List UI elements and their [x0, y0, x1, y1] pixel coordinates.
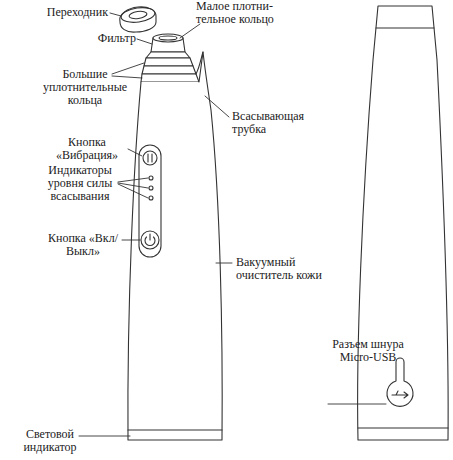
leader-lines — [79, 13, 386, 436]
nozzle — [141, 34, 199, 82]
part-label: Индикаторы уровня силы всасывания — [30, 164, 130, 203]
device-side-view — [358, 6, 449, 440]
part-label: Световой индикатор — [10, 428, 90, 454]
part-label: Кнопка «Вибрация» — [46, 136, 128, 162]
part-label: Фильтр — [80, 32, 136, 45]
part-label: Кнопка «Вкл/Выкл» — [42, 232, 124, 258]
part-label: Вакуумный очиститель кожи — [236, 256, 348, 282]
device-body — [128, 52, 222, 440]
part-label: Большие уплотнительные кольца — [30, 68, 140, 107]
part-label: Малое плотни- тельное кольцо — [196, 0, 288, 26]
part-label: Разъем шнура Micro-USB — [316, 338, 420, 364]
part-label: Переходник — [20, 6, 108, 19]
part-label: Всасывающая трубка — [232, 110, 322, 136]
adapter — [120, 6, 156, 32]
